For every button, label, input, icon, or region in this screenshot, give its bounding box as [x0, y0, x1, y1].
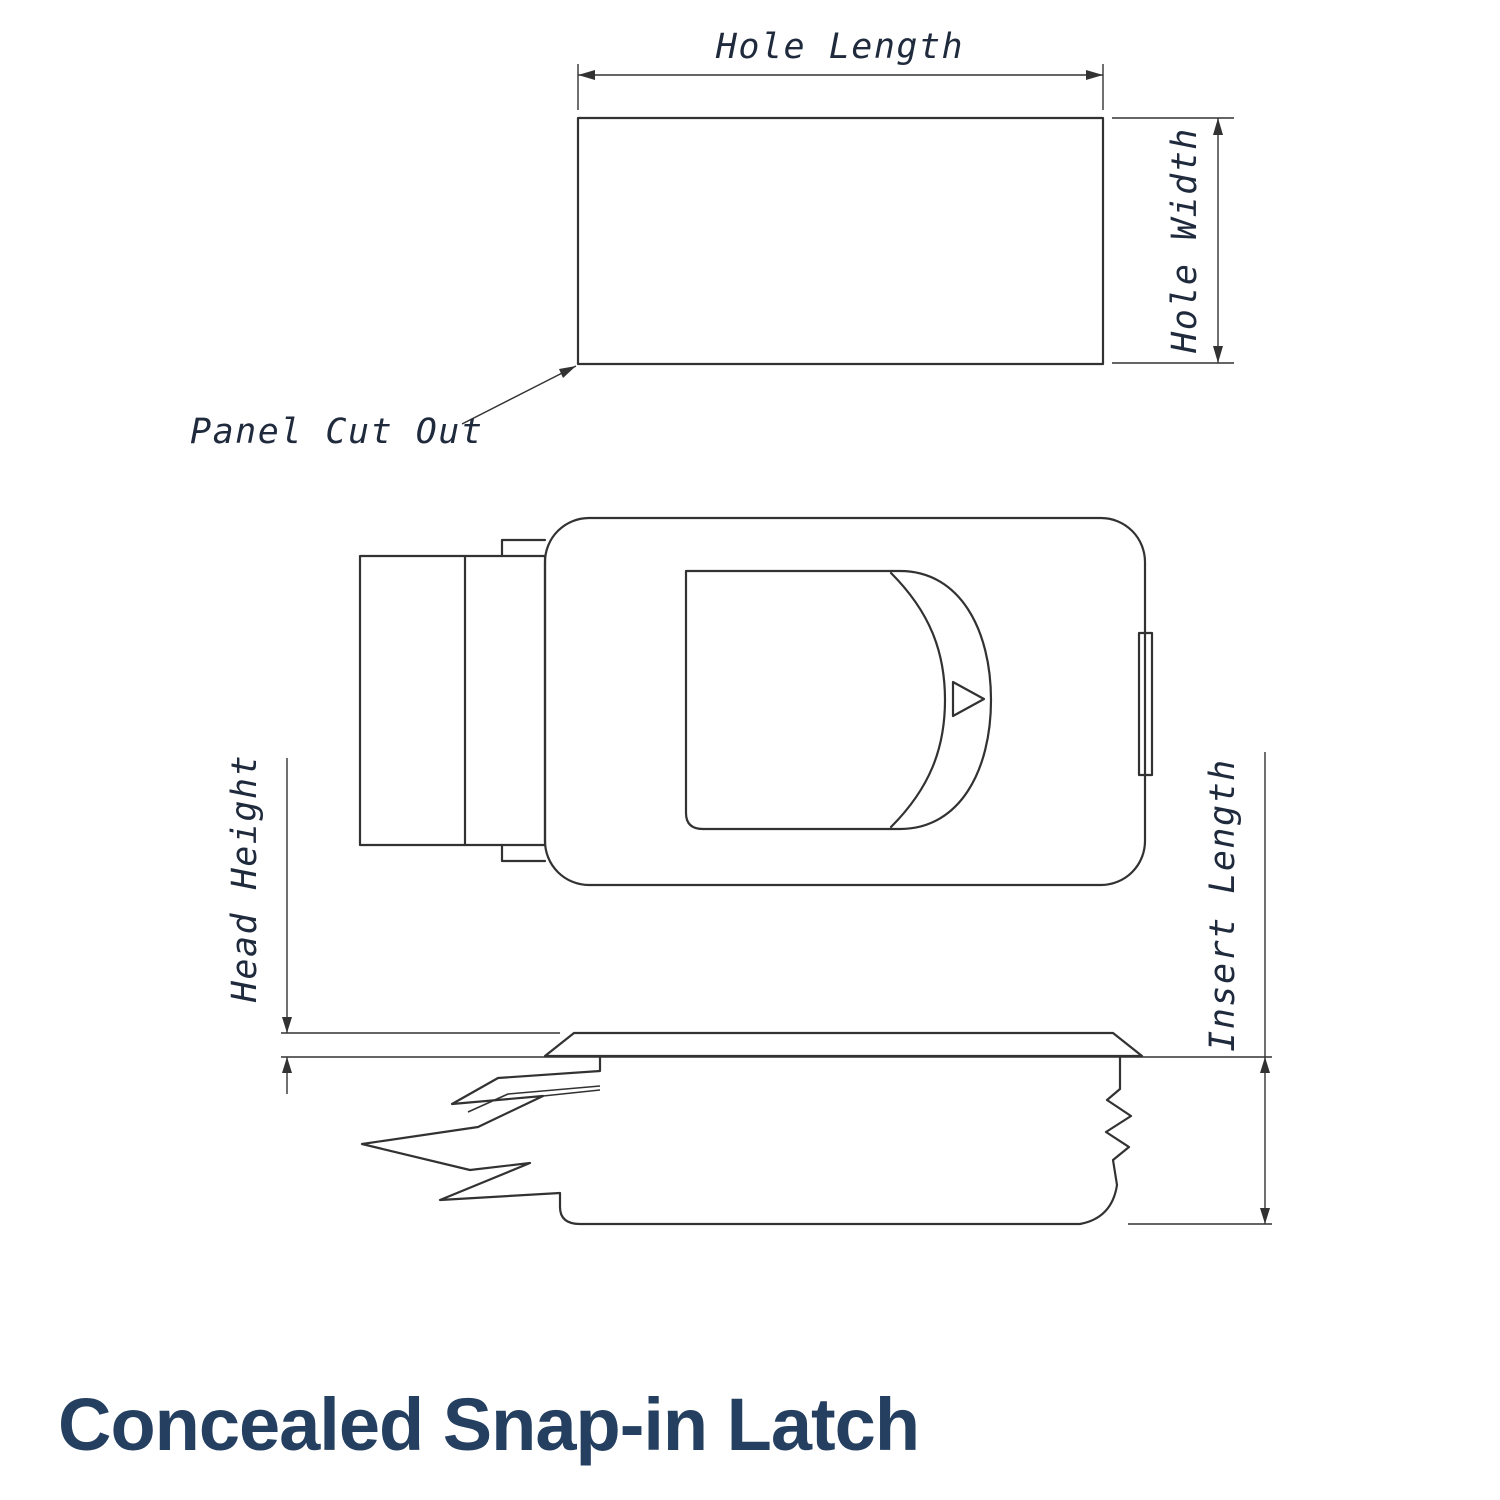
- panel-cutout-label: Panel Cut Out: [190, 412, 483, 452]
- hole-length-dimension: Hole Length: [577, 27, 1104, 110]
- slide-button-grip-curve: [889, 571, 947, 829]
- latch-side-view: [281, 1031, 1272, 1226]
- slide-button-outline: [684, 569, 993, 831]
- arrowhead-up-icon: [282, 1057, 292, 1073]
- mounting-tab-bottom: [500, 843, 547, 863]
- arrowhead-up-icon: [1260, 1057, 1270, 1073]
- hole-width-label: Hole Width: [1165, 127, 1205, 354]
- mounting-tab-top: [500, 538, 547, 558]
- barb-detail-line: [467, 1085, 601, 1113]
- slide-direction-arrow-icon: [951, 680, 986, 718]
- panel-cutout-view: [576, 116, 1105, 366]
- head-height-dimension: Head Height: [225, 754, 560, 1094]
- latch-catch-tab: [1137, 631, 1154, 777]
- head-height-label: Head Height: [225, 754, 265, 1003]
- arrowhead-up-icon: [1213, 118, 1223, 135]
- barb-detail-line: [542, 1089, 601, 1097]
- page-title: Concealed Snap-in Latch: [58, 1383, 920, 1466]
- panel-cutout-rectangle: [576, 116, 1105, 366]
- latch-insert-profile: [360, 1055, 1133, 1226]
- arrowhead-right-icon: [1086, 70, 1103, 80]
- latch-rear-body: [358, 554, 547, 847]
- arrowhead-down-icon: [1260, 1208, 1270, 1224]
- insert-length-dimension: Insert Length: [1128, 752, 1272, 1225]
- insert-length-label: Insert Length: [1203, 758, 1243, 1051]
- panel-cutout-callout: Panel Cut Out: [190, 365, 577, 452]
- hole-length-label: Hole Length: [715, 27, 964, 67]
- leader-line: [461, 365, 577, 425]
- arrowhead-down-icon: [282, 1017, 292, 1033]
- arrowhead-left-icon: [578, 70, 595, 80]
- latch-flange-profile: [543, 1031, 1144, 1058]
- latch-top-view: [358, 516, 1154, 887]
- leader-arrowhead-icon: [559, 366, 576, 378]
- arrowhead-down-icon: [1213, 346, 1223, 363]
- latch-head-outline: [543, 516, 1147, 887]
- hole-width-dimension: Hole Width: [1112, 117, 1234, 364]
